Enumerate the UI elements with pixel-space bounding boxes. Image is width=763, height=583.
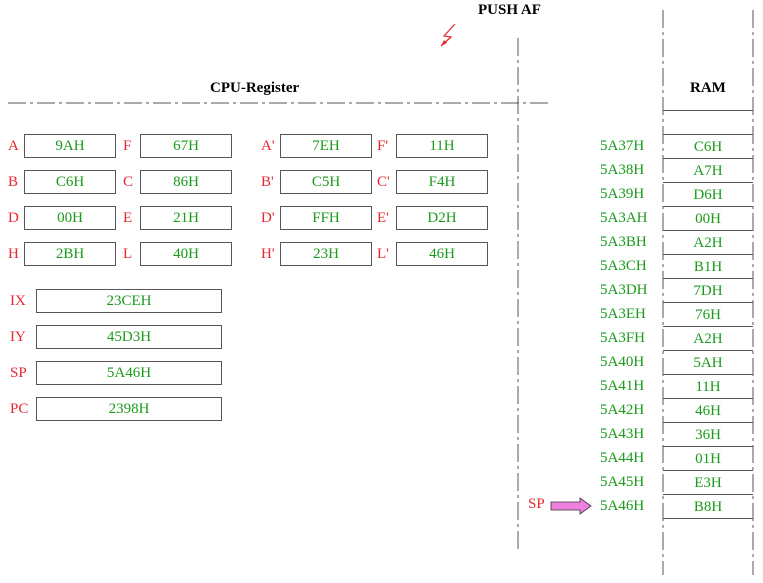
register-value-box: 5A46H [36,361,222,385]
register-value-box: C6H [24,170,116,194]
register-label: H' [261,246,275,262]
ram-address: 5A44H [600,450,645,466]
ram-address: 5A39H [600,186,645,202]
ram-cell: 76H [663,302,753,326]
ram-address: 5A42H [600,402,645,418]
ram-cell: A2H [663,326,753,350]
ram-address: 5A3DH [600,282,648,298]
register-label: C' [377,174,390,190]
register-value-box: FFH [280,206,372,230]
register-label: IY [10,329,26,345]
ram-cell: E3H [663,470,753,494]
register-label: F [123,138,132,154]
ram-cell: 00H [663,206,753,230]
ram-cell: B1H [663,254,753,278]
register-label: A' [261,138,275,154]
ram-heading: RAM [690,80,726,96]
register-value-box: 45D3H [36,325,222,349]
ram-cell: B8H [663,494,753,518]
register-value-box: 86H [140,170,232,194]
ram-address: 5A38H [600,162,645,178]
register-label: H [8,246,19,262]
ram-cell: A7H [663,158,753,182]
ram-cell: 11H [663,374,753,398]
ram-address: 5A37H [600,138,645,154]
ram-cell: 36H [663,422,753,446]
instruction-title: PUSH AF [478,2,541,18]
ram-address: 5A3BH [600,234,647,250]
register-value-box: 67H [140,134,232,158]
register-label: SP [10,365,27,381]
register-value-box: 7EH [280,134,372,158]
register-value-box: 23H [280,242,372,266]
register-label: PC [10,401,29,417]
register-value-box: 11H [396,134,488,158]
ram-cell: 01H [663,446,753,470]
ram-cell: D6H [663,182,753,206]
ram-cell: 46H [663,398,753,422]
register-value-box: 46H [396,242,488,266]
register-value-box: F4H [396,170,488,194]
ram-address: 5A46H [600,498,645,514]
register-value-box: 21H [140,206,232,230]
sp-pointer-arrow [550,497,592,515]
ram-cell: C6H [663,134,753,158]
ram-address: 5A3EH [600,306,646,322]
register-label: E' [377,210,389,226]
register-value-box: 2BH [24,242,116,266]
register-value-box: 00H [24,206,116,230]
register-label: C [123,174,134,190]
ram-cell: 5AH [663,350,753,374]
register-value-box: C5H [280,170,372,194]
register-value-box: 23CEH [36,289,222,313]
register-label: L' [377,246,389,262]
register-label: E [123,210,133,226]
register-value-box: 40H [140,242,232,266]
register-label: B [8,174,19,190]
register-label: D [8,210,19,226]
register-value-box: 2398H [36,397,222,421]
register-label: IX [10,293,26,309]
ram-address: 5A3FH [600,330,646,346]
register-label: L [123,246,133,262]
ram-top-divider [663,110,753,111]
register-label: D' [261,210,275,226]
lightning-icon [440,23,456,47]
register-label: A [8,138,19,154]
ram-cell: A2H [663,230,753,254]
ram-address: 5A45H [600,474,645,490]
ram-address: 5A3CH [600,258,647,274]
ram-address: 5A43H [600,426,645,442]
register-value-box: 9AH [24,134,116,158]
sp-pointer-label: SP [528,496,545,512]
ram-cell: 7DH [663,278,753,302]
cpu-register-heading: CPU-Register [210,80,300,96]
register-value-box: D2H [396,206,488,230]
register-label: B' [261,174,274,190]
ram-address: 5A3AH [600,210,648,226]
register-label: F' [377,138,389,154]
ram-bottom-divider [663,518,753,519]
ram-address: 5A40H [600,354,645,370]
ram-address: 5A41H [600,378,645,394]
